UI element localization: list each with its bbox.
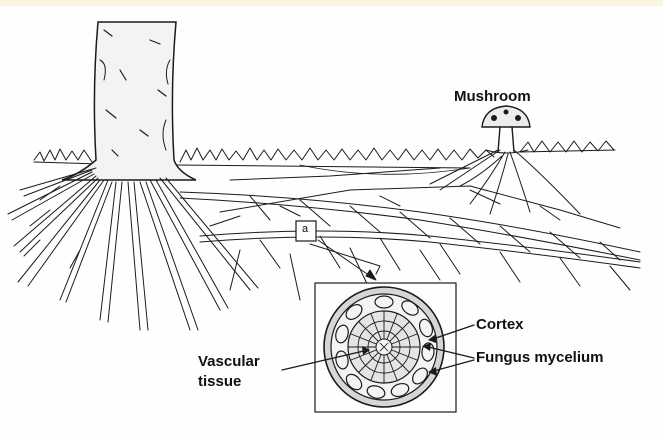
root-section-box-letter: a — [302, 223, 308, 236]
mushroom-hyphae — [430, 150, 580, 214]
vascular-tissue-label-line1: Vascular — [198, 353, 260, 370]
fungus-mycelium-label: Fungus mycelium — [476, 349, 604, 366]
inset-pointer — [318, 240, 376, 280]
mushroom-label: Mushroom — [454, 88, 531, 105]
lateral-roots — [180, 168, 640, 300]
tree-trunk — [62, 22, 196, 180]
tree-roots — [8, 168, 258, 330]
vascular-tissue-label-line2: tissue — [198, 373, 241, 390]
cortex-label: Cortex — [476, 316, 524, 333]
mushroom — [482, 106, 530, 153]
